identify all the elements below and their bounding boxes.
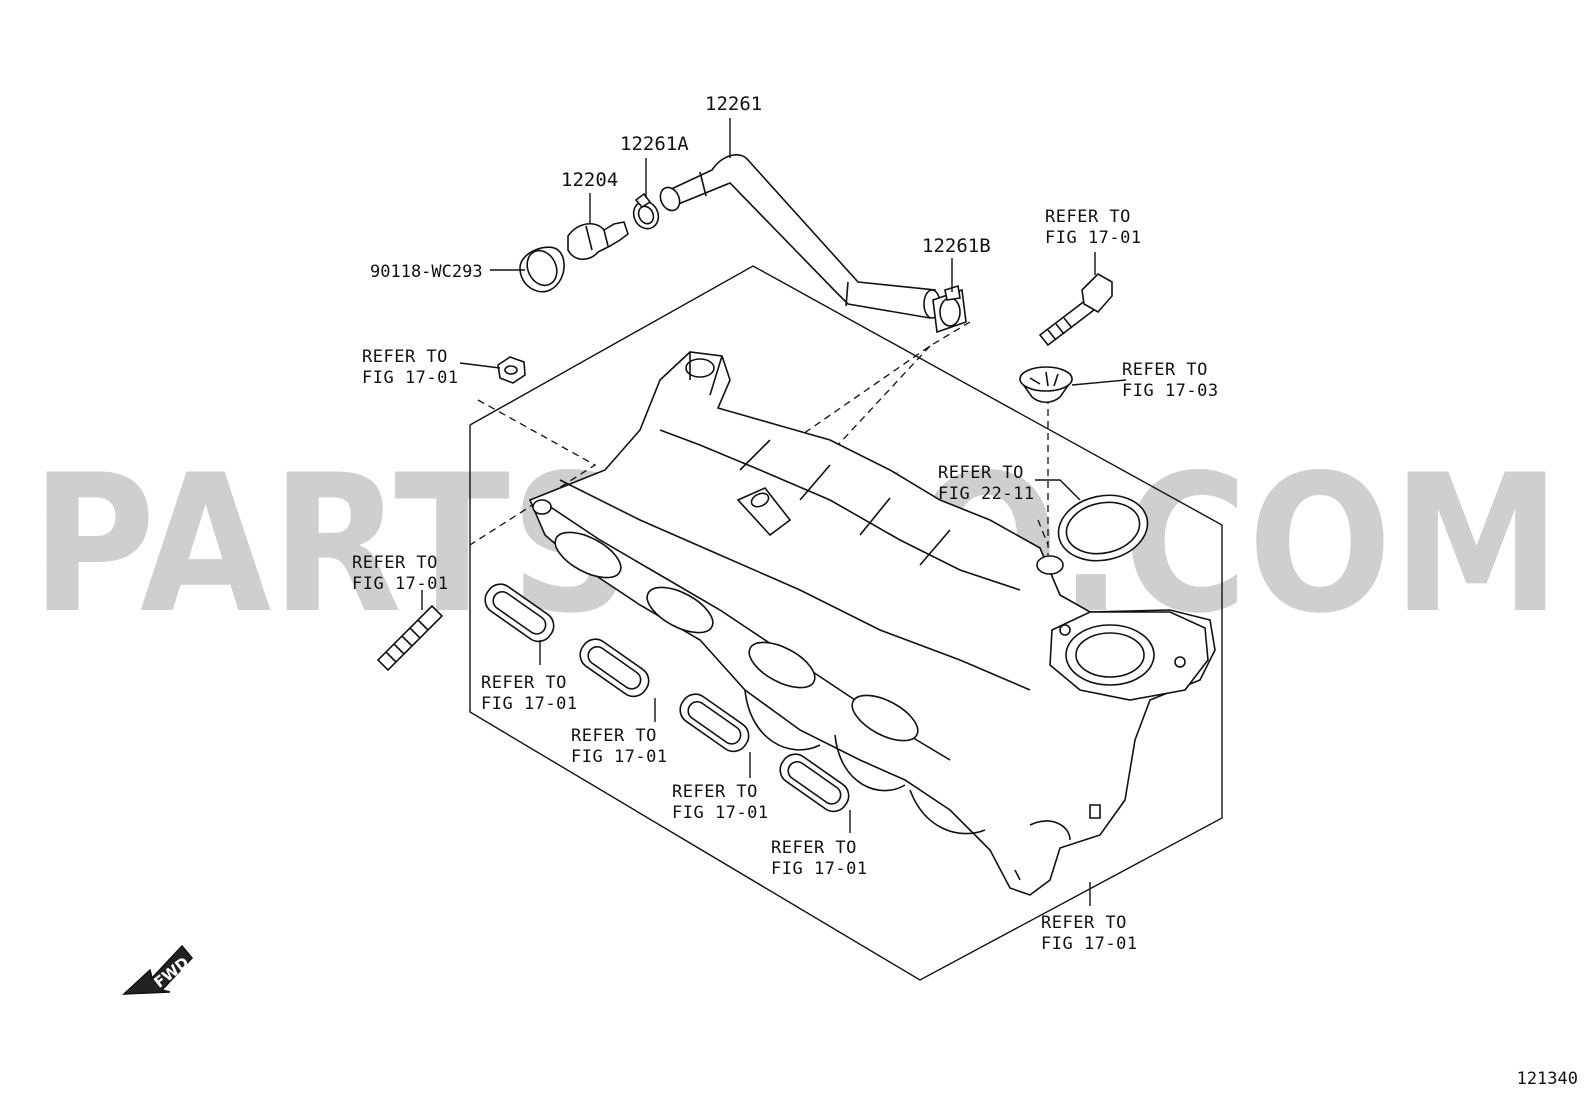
reference-line2: FIG 17-01 (1041, 934, 1138, 954)
reference-label[interactable]: REFER TO FIG 17-01 (1041, 913, 1138, 954)
reference-line2: FIG 17-01 (362, 368, 459, 388)
reference-line2: FIG 17-01 (571, 747, 668, 767)
reference-line1: REFER TO (571, 726, 657, 746)
reference-line1: REFER TO (362, 347, 448, 367)
reference-label[interactable]: REFER TO FIG 17-01 (771, 838, 868, 879)
intake-manifold[interactable] (528, 351, 1216, 896)
part-number-12261a[interactable]: 12261A (620, 133, 689, 155)
reference-line1: REFER TO (938, 463, 1024, 483)
reference-line2: FIG 17-01 (1045, 228, 1142, 248)
part-number-12261[interactable]: 12261 (705, 93, 762, 115)
assembly-box-outline (469, 265, 1223, 981)
pcv-grommet[interactable] (519, 246, 565, 293)
reference-label[interactable]: REFER TO FIG 17-01 (672, 782, 769, 823)
ventilation-hose[interactable] (657, 154, 941, 319)
throttle-body-gasket[interactable] (1052, 487, 1153, 568)
hose-clamp-a[interactable] (629, 192, 663, 233)
reference-line2: FIG 17-01 (771, 859, 868, 879)
hose-clamp-b[interactable] (932, 284, 967, 334)
reference-line1: REFER TO (771, 838, 857, 858)
reference-line1: REFER TO (672, 782, 758, 802)
reference-label[interactable]: REFER TO FIG 17-03 (1122, 360, 1219, 401)
reference-line1: REFER TO (481, 673, 567, 693)
reference-line2: FIG 17-01 (352, 574, 449, 594)
reference-line2: FIG 17-03 (1122, 381, 1219, 401)
reference-line1: REFER TO (1041, 913, 1127, 933)
grommet-cap[interactable] (1019, 366, 1073, 404)
part-number-90118-wc293[interactable]: 90118-WC293 (370, 262, 483, 282)
reference-label[interactable]: REFER TO FIG 17-01 (481, 673, 578, 714)
reference-line2: FIG 17-01 (481, 694, 578, 714)
reference-label[interactable]: REFER TO FIG 17-01 (571, 726, 668, 767)
hex-nut[interactable] (497, 356, 526, 384)
flange-bolt[interactable] (1038, 273, 1113, 347)
pcv-valve[interactable] (567, 221, 629, 261)
reference-label[interactable]: REFER TO FIG 17-01 (1045, 207, 1142, 248)
figure-number: 121340 (1517, 1069, 1578, 1089)
reference-line1: REFER TO (1122, 360, 1208, 380)
intake-gaskets[interactable] (480, 579, 854, 817)
reference-line2: FIG 22-11 (938, 484, 1035, 504)
reference-label[interactable]: REFER TO FIG 22-11 (938, 463, 1035, 504)
reference-label[interactable]: REFER TO FIG 17-01 (352, 553, 449, 594)
reference-line2: FIG 17-01 (672, 803, 769, 823)
part-number-12204[interactable]: 12204 (561, 169, 618, 191)
leader-lines (421, 118, 1127, 906)
forward-direction-arrow: FWD (121, 944, 194, 995)
stud-bolt[interactable] (376, 604, 444, 672)
part-number-12261b[interactable]: 12261B (922, 235, 991, 257)
reference-line1: REFER TO (1045, 207, 1131, 227)
reference-line1: REFER TO (352, 553, 438, 573)
reference-label[interactable]: REFER TO FIG 17-01 (362, 347, 459, 388)
